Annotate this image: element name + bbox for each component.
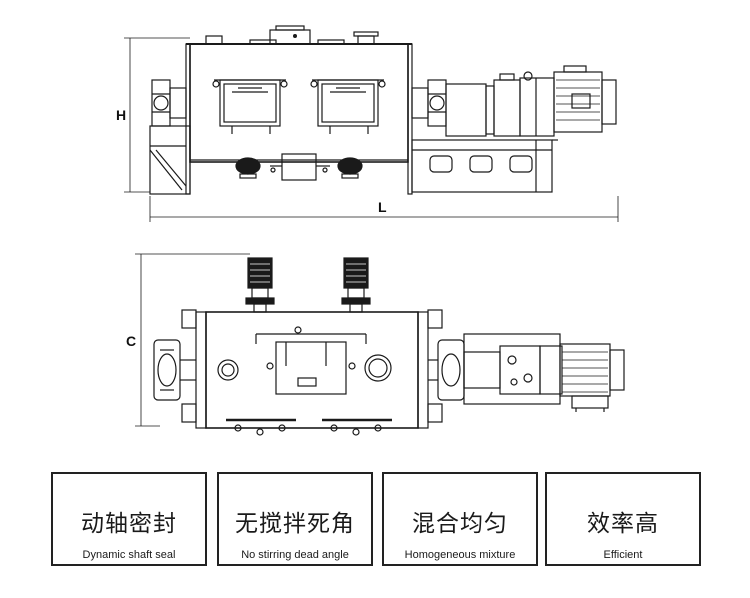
- feature-title: 无搅拌死角: [235, 511, 355, 537]
- height-dimension-label: H: [116, 107, 126, 123]
- feature-subtitle: Homogeneous mixture: [404, 549, 516, 561]
- feature-card-shaft-seal: 动轴密封 Dynamic shaft seal: [51, 472, 207, 566]
- front-view: H L: [116, 25, 619, 222]
- feature-card-efficient: 效率高 Efficient: [545, 472, 701, 566]
- feature-cards: 动轴密封 Dynamic shaft seal 无搅拌死角 No stirrin…: [51, 472, 701, 570]
- length-dimension-label: L: [378, 199, 387, 215]
- feature-title: 效率高: [587, 511, 659, 537]
- feature-subtitle: Dynamic shaft seal: [82, 549, 176, 561]
- feature-card-no-dead-angle: 无搅拌死角 No stirring dead angle: [217, 472, 373, 566]
- feature-title: 混合均匀: [412, 511, 508, 537]
- feature-title: 动轴密封: [81, 511, 177, 537]
- feature-subtitle: No stirring dead angle: [241, 549, 349, 561]
- feature-subtitle: Efficient: [603, 549, 643, 561]
- top-view: C: [126, 253, 625, 436]
- feature-card-homogeneous: 混合均匀 Homogeneous mixture: [382, 472, 538, 566]
- width-dimension-label: C: [126, 333, 136, 349]
